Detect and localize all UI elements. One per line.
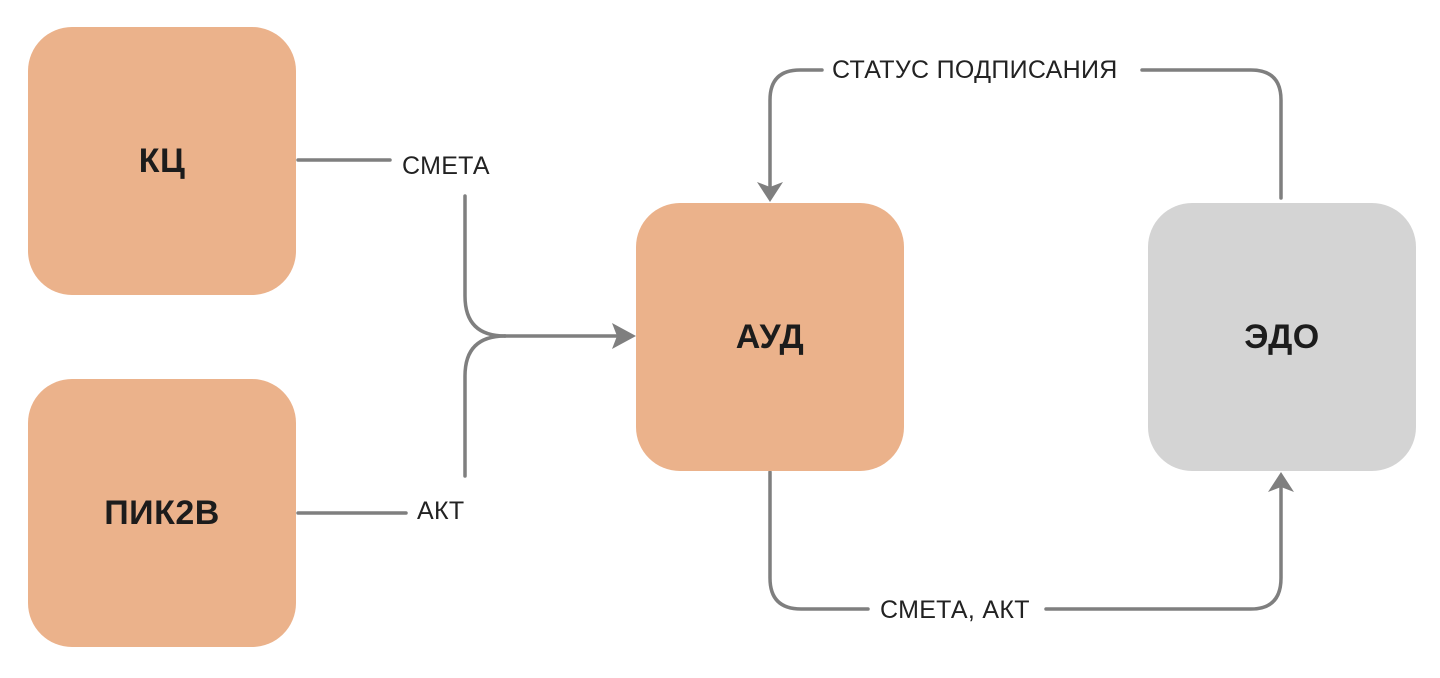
edge-label-signing-status: СТАТУС ПОДПИСАНИЯ	[832, 56, 1118, 84]
connector-aud-smeta-akt-left	[768, 470, 870, 611]
edge-label-smeta: СМЕТА	[402, 152, 490, 180]
node-aud: АУД	[636, 203, 904, 471]
connector-edo-status-left	[768, 68, 824, 190]
node-edo-label: ЭДО	[1244, 317, 1320, 356]
connector-merge-top	[463, 194, 507, 338]
edge-label-smeta-akt: СМЕТА, АКТ	[880, 596, 1030, 624]
node-pik2b-label: ПИК2B	[104, 493, 220, 532]
arrowhead-into-edo-bottom	[1268, 472, 1294, 492]
connector-merge-bottom	[463, 334, 507, 478]
connector-edo-status-right	[1140, 68, 1283, 200]
edge-label-akt: АКТ	[417, 497, 465, 525]
node-kc: КЦ	[28, 27, 296, 295]
node-pik2b: ПИК2B	[28, 379, 296, 647]
arrowhead-into-aud	[612, 323, 636, 349]
connector-aud-smeta-akt-right	[1044, 484, 1283, 611]
node-edo: ЭДО	[1148, 203, 1416, 471]
arrowhead-into-aud-top	[757, 182, 783, 202]
node-kc-label: КЦ	[138, 141, 186, 180]
node-aud-label: АУД	[735, 317, 805, 356]
